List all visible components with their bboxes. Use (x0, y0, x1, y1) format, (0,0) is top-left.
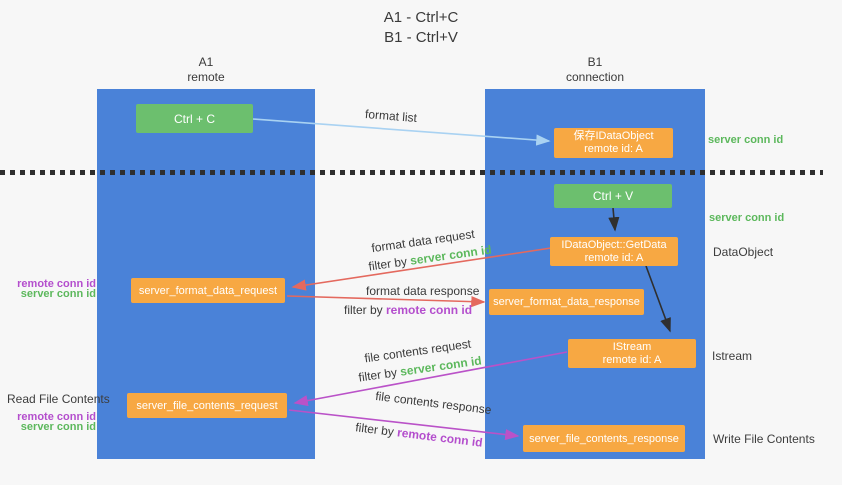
filter-prefix: filter by (357, 364, 402, 385)
node-server-file-contents-request: server_file_contents_request (127, 393, 287, 418)
annotation-dataobject: DataObject (713, 245, 774, 259)
node-ctrl-v: Ctrl + V (554, 184, 672, 208)
annotation-server-conn-id-mid: server conn id (709, 212, 785, 224)
node-server-format-data-request: server_format_data_request (131, 278, 285, 303)
label-filter-file-response: filter by remote conn id (355, 420, 484, 449)
annotation-read-file-contents: Read File Contents (7, 392, 110, 406)
node-istream: IStream remote id: A (568, 339, 696, 368)
node-save-idataobject-line1: 保存IDataObject (573, 130, 654, 142)
node-idataobject-getdata-line2: remote id: A (584, 251, 644, 264)
annotation-file-remote-conn-id: remote conn id (17, 411, 96, 423)
node-server-format-data-response-label: server_format_data_response (493, 296, 640, 308)
label-format-data-response: format data response (366, 284, 480, 298)
node-save-idataobject-line2: remote id: A (584, 143, 643, 155)
node-server-file-contents-request-label: server_file_contents_request (136, 399, 278, 412)
lifeline-b-role: connection (565, 70, 625, 84)
format-conn-ids-group: remote conn id server conn id (14, 278, 96, 300)
node-istream-line1: IStream (612, 340, 652, 353)
node-ctrl-v-label: Ctrl + V (592, 189, 634, 203)
lifeline-b-id: B1 (587, 55, 603, 69)
filter-prefix: filter by (344, 303, 387, 317)
lifeline-a-id: A1 (198, 55, 214, 69)
node-ctrl-c: Ctrl + C (136, 104, 253, 133)
label-format-list: format list (364, 106, 418, 126)
label-filter-format-response: filter by remote conn id (344, 303, 472, 317)
lifeline-b-header: B1 connection (485, 55, 705, 85)
annotation-file-server-conn-id: server conn id (20, 420, 96, 433)
node-idataobject-getdata: IDataObject::GetData remote id: A (550, 237, 678, 266)
annotation-istream: Istream (712, 349, 753, 363)
lifeline-a-role: remote (187, 70, 225, 84)
node-server-file-contents-response-label: server_file_contents_response (529, 432, 679, 445)
filter-key-remote-conn-id: remote conn id (386, 303, 473, 317)
node-ctrl-c-label: Ctrl + C (173, 111, 215, 126)
diagram-title: A1 - Ctrl+C B1 - Ctrl+V (0, 8, 842, 48)
node-save-idataobject: 保存IDataObject remote id: A (554, 128, 673, 158)
node-idataobject-getdata-line1: IDataObject::GetData (561, 238, 667, 251)
annotation-format-remote-conn-id: remote conn id (17, 278, 96, 290)
node-server-format-data-response: server_format_data_response (489, 289, 644, 315)
filter-key-remote-conn-id: remote conn id (396, 425, 484, 450)
node-istream-line2: remote id: A (602, 353, 662, 366)
node-server-format-data-request-label: server_format_data_request (138, 284, 278, 297)
lifeline-a-header: A1 remote (97, 55, 315, 85)
annotation-write-file-contents: Write File Contents (713, 432, 815, 446)
annotation-format-server-conn-id: server conn id (20, 287, 96, 300)
title-line-a1: A1 - Ctrl+C (383, 9, 459, 26)
filter-prefix: filter by (354, 420, 399, 440)
annotation-server-conn-id-top: server conn id (708, 134, 784, 146)
node-server-file-contents-response: server_file_contents_response (523, 425, 685, 452)
file-conn-ids-group: remote conn id server conn id (14, 411, 96, 433)
filter-prefix: filter by (367, 253, 412, 274)
label-file-contents-response: file contents response (374, 388, 493, 418)
title-line-b1: B1 - Ctrl+V (384, 29, 458, 46)
machine-separator-dotted-line (0, 170, 823, 175)
